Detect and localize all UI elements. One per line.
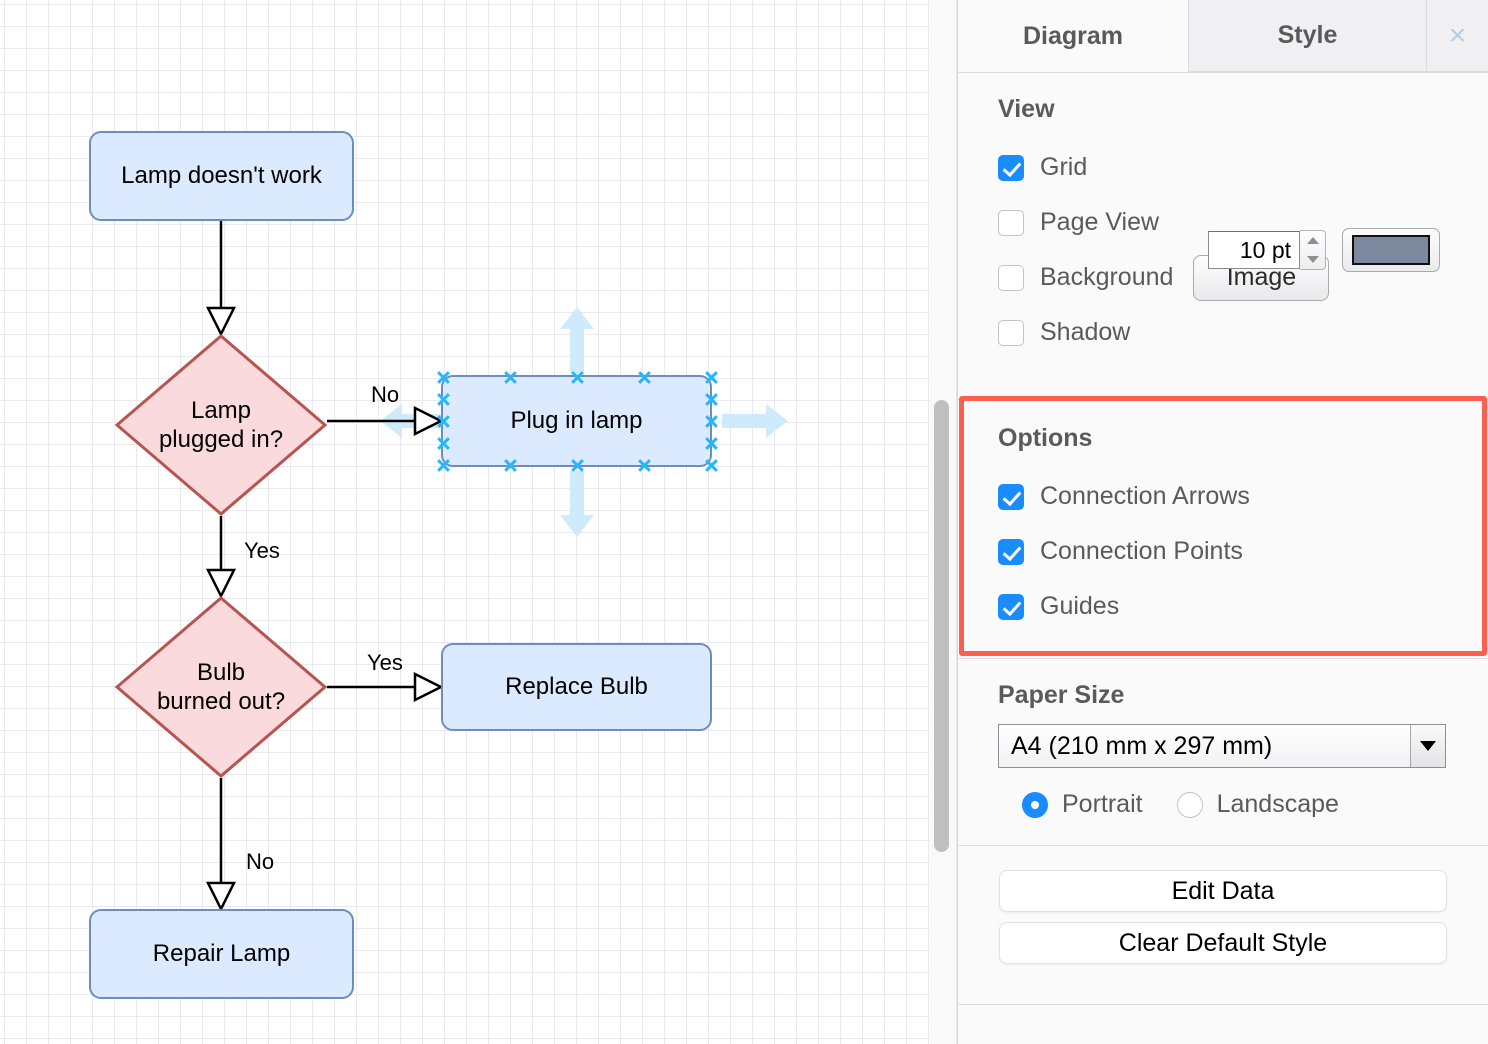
tab-diagram[interactable]: Diagram <box>958 0 1189 72</box>
page-view-label: Page View <box>1040 208 1160 236</box>
format-panel: Diagram Style × View Grid 10 pt <box>957 0 1488 1044</box>
connection-point[interactable] <box>704 392 719 407</box>
node-replace-bulb[interactable]: Replace Bulb <box>441 643 712 731</box>
edge-label-yes-bulb: Yes <box>244 538 280 563</box>
page-view-row: Page View <box>998 195 1448 250</box>
view-section-title: View <box>998 95 1055 123</box>
grid-size-input[interactable]: 10 pt <box>1208 231 1300 269</box>
node-lamp-plugged-in[interactable]: Lamp plugged in? <box>115 334 327 516</box>
connection-arrow-right[interactable] <box>722 400 790 442</box>
node-lamp-doesnt-work[interactable]: Lamp doesn't work <box>89 131 354 221</box>
page-view-checkbox[interactable] <box>998 209 1024 236</box>
tab-diagram-label: Diagram <box>1022 21 1124 50</box>
diamond-shape <box>115 596 327 778</box>
connection-arrows-checkbox[interactable] <box>998 483 1024 510</box>
landscape-label: Landscape <box>1216 790 1339 818</box>
close-icon: × <box>1448 18 1467 52</box>
background-checkbox[interactable] <box>998 264 1024 291</box>
clear-default-style-button[interactable]: Clear Default Style <box>999 922 1447 964</box>
paper-size-section: Paper Size A4 (210 mm x 297 mm) Portrait… <box>958 659 1488 845</box>
actions-section: Edit Data Clear Default Style <box>958 846 1488 986</box>
grid-checkbox[interactable] <box>998 154 1024 181</box>
diamond-shape <box>115 334 327 516</box>
background-label: Background <box>1040 263 1174 291</box>
tab-style[interactable]: Style <box>1189 0 1427 72</box>
connection-point[interactable] <box>570 370 585 385</box>
view-section: View Grid 10 pt Page Vie <box>958 73 1488 399</box>
connection-point[interactable] <box>503 370 518 385</box>
node-bulb-burned-out[interactable]: Bulb burned out? <box>115 596 327 778</box>
node-label: Lamp doesn't work <box>121 162 322 190</box>
spinner-up-icon[interactable] <box>1306 237 1319 244</box>
portrait-label: Portrait <box>1062 790 1143 818</box>
edge-lamp-to-plugged[interactable] <box>0 0 930 1044</box>
grid-size-spinner[interactable] <box>1300 230 1326 270</box>
diagram-canvas[interactable]: Lamp doesn't work Lamp plugged in? Plug … <box>0 0 930 1044</box>
edge-label-yes-replace: Yes <box>367 650 403 675</box>
options-section-title: Options <box>998 424 1093 452</box>
close-panel-button[interactable]: × <box>1427 0 1488 72</box>
connection-point[interactable] <box>436 414 451 429</box>
node-label: Plug in lamp <box>510 407 643 435</box>
connection-point[interactable] <box>503 458 518 473</box>
landscape-radio[interactable] <box>1176 791 1203 818</box>
node-plug-in-lamp[interactable]: Plug in lamp <box>441 375 712 467</box>
node-label: Replace Bulb <box>505 673 648 701</box>
paper-size-select[interactable]: A4 (210 mm x 297 mm) <box>998 724 1446 768</box>
section-divider <box>958 845 1488 846</box>
shadow-label: Shadow <box>1040 318 1131 346</box>
options-section: Options Connection Arrows Connection Poi… <box>958 400 1488 658</box>
grid-color-swatch <box>1352 235 1430 265</box>
connection-arrows-row: Connection Arrows <box>998 469 1448 524</box>
paper-size-value: A4 (210 mm x 297 mm) <box>1011 731 1273 760</box>
edge-label-no-repair: No <box>246 849 275 874</box>
tab-style-label: Style <box>1277 21 1338 49</box>
orientation-row: Portrait Landscape <box>998 790 1448 819</box>
edge-label-no-plug: No <box>371 382 400 407</box>
guides-label: Guides <box>1040 592 1120 620</box>
grid-row: Grid <box>998 140 1448 195</box>
connection-point[interactable] <box>570 458 585 473</box>
clear-default-style-label: Clear Default Style <box>1118 928 1328 957</box>
grid-size-value: 10 pt <box>1239 236 1291 263</box>
edit-data-label: Edit Data <box>1171 876 1275 905</box>
node-label: Repair Lamp <box>152 940 291 968</box>
grid-controls: 10 pt <box>1208 228 1440 272</box>
node-repair-lamp[interactable]: Repair Lamp <box>89 909 354 999</box>
grid-label: Grid <box>1040 153 1088 181</box>
shadow-row: Shadow <box>998 305 1448 360</box>
connection-point[interactable] <box>436 458 451 473</box>
connection-arrows-label: Connection Arrows <box>1040 482 1250 510</box>
spinner-down-icon[interactable] <box>1306 256 1319 263</box>
section-divider <box>958 1004 1488 1005</box>
connection-point[interactable] <box>704 370 719 385</box>
connection-point[interactable] <box>637 370 652 385</box>
edit-data-button[interactable]: Edit Data <box>999 870 1447 912</box>
connection-point[interactable] <box>704 458 719 473</box>
connection-arrow-up[interactable] <box>556 305 598 373</box>
connection-points-row: Connection Points <box>998 524 1448 579</box>
portrait-radio[interactable] <box>1022 791 1048 818</box>
connection-point[interactable] <box>704 414 719 429</box>
guides-checkbox[interactable] <box>998 593 1024 620</box>
grid-color-button[interactable] <box>1342 228 1440 272</box>
shadow-checkbox[interactable] <box>998 319 1024 346</box>
connection-point[interactable] <box>436 436 451 451</box>
canvas-vertical-scrollbar[interactable] <box>934 400 949 852</box>
panel-tab-bar: Diagram Style × <box>958 0 1488 73</box>
chevron-down-icon[interactable] <box>1410 725 1445 767</box>
connection-point[interactable] <box>704 436 719 451</box>
section-divider <box>958 658 1488 659</box>
connection-points-checkbox[interactable] <box>998 538 1024 565</box>
connection-point[interactable] <box>436 370 451 385</box>
connection-arrow-down[interactable] <box>556 471 598 539</box>
connection-points-label: Connection Points <box>1040 537 1243 565</box>
paper-size-title: Paper Size <box>998 681 1125 709</box>
connection-point[interactable] <box>436 392 451 407</box>
guides-row: Guides <box>998 579 1448 634</box>
connection-point[interactable] <box>637 458 652 473</box>
